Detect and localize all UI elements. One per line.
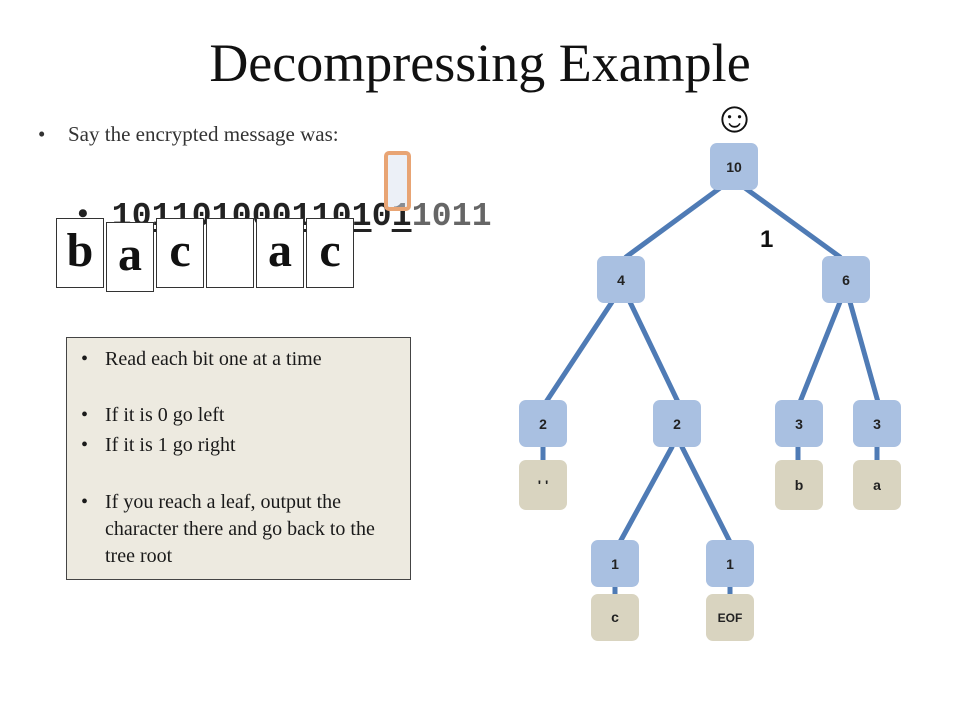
tree-leaves: ' ' b a c EOF [519,460,901,641]
decoded-char-box: a [106,222,154,292]
node-6 [822,256,870,303]
instruction-item: •Read each bit one at a time [81,348,322,370]
node-4-label: 4 [617,272,625,288]
node-3b-label: 3 [873,416,881,432]
leaf-a-label: a [873,477,881,493]
node-3a [775,400,823,447]
node-6-label: 6 [842,272,850,288]
node-1a-label: 1 [611,556,619,572]
leaf-b-label: b [795,477,804,493]
instructions-box: •Read each bit one at a time •If it is 0… [66,337,411,580]
bullet-marker: • [38,122,46,146]
node-2b-label: 2 [673,416,681,432]
edge-6-left [797,299,843,405]
bit: 1 [411,198,432,235]
leaf-c [591,594,639,641]
node-2b [653,400,701,447]
intro-line: • Say the encrypted message was: [38,122,339,147]
node-1b-label: 1 [726,556,734,572]
leaf-space [519,460,567,510]
leaf-c-label: c [611,609,619,625]
node-3b [853,400,901,447]
leaf-b [775,460,823,510]
decoded-char-box [206,218,254,288]
leaf-space-label: ' ' [538,477,549,493]
smiley-icon: ☺ [712,93,757,142]
edge-root-right [742,185,843,260]
node-root [710,143,758,190]
decoded-char-box: b [56,218,104,288]
node-2a [519,400,567,447]
leaf-a [853,460,901,510]
leaf-eof [706,594,754,641]
decoded-char-box: a [256,218,304,288]
bit: 0 [431,198,452,235]
bit: 1 [471,198,492,235]
slide-title: Decompressing Example [209,33,751,93]
tree-edges [540,185,881,598]
leaf-eof-label: EOF [718,611,743,625]
bit: 1 [451,198,472,235]
instruction-item: •If it is 1 go right [81,434,236,456]
decoded-char-box: c [306,218,354,288]
edge-2-right [679,444,733,545]
bullet-marker: • [77,197,89,230]
node-3a-label: 3 [795,416,803,432]
edge-4-left [543,299,615,405]
node-2a-label: 2 [539,416,547,432]
instruction-item: •If you reach a leaf, output the charact… [81,491,375,567]
tree-nodes: 10 4 6 2 2 3 3 1 1 [519,143,901,587]
edge-4-right [627,299,681,405]
instruction-item: •If it is 0 go left [81,404,225,426]
edge-6-right [847,299,881,405]
node-root-label: 10 [726,159,742,175]
decoded-char: b [66,224,94,277]
edge-2-left [617,444,675,545]
decoded-char: a [268,224,292,277]
bit: 1 [351,198,372,235]
node-4 [597,256,645,303]
decoded-char: a [118,228,142,281]
edge-root-left [623,185,723,260]
decoded-char: c [319,224,341,277]
current-bit-highlight [384,151,411,211]
node-1a [591,540,639,587]
decoded-char: c [169,224,191,277]
edge-label: 1 [760,226,774,253]
node-1b [706,540,754,587]
intro-text: Say the encrypted message was: [68,122,339,146]
decoded-char-box: c [156,218,204,288]
